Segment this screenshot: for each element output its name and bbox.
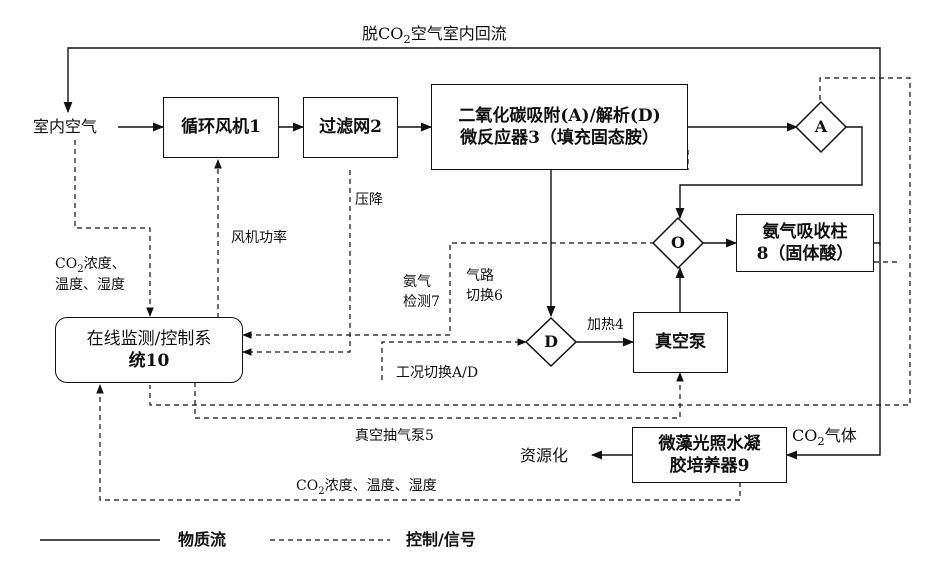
fan-power-label: 风机功率 <box>231 230 287 248</box>
heating-label: 加热4 <box>587 317 624 335</box>
algae-label-2: 胶培养器9 <box>670 455 750 477</box>
co2-gas-label: CO2气体 <box>792 426 857 449</box>
legend-solid-label: 物质流 <box>178 530 226 550</box>
vacuum-pump-box: 真空泵 <box>633 312 728 373</box>
resource-label: 资源化 <box>520 446 568 466</box>
ammonia-column-label-2: 8（固体酸） <box>757 243 854 265</box>
pressure-drop-label: 压降 <box>355 192 383 210</box>
ammonia-column-box: 氨气吸收柱 8（固体酸） <box>736 214 874 272</box>
reactor-label-2: 微反应器3（填充固态胺） <box>460 127 659 149</box>
reactor-box: 二氧化碳吸附(A)/解析(D) 微反应器3（填充固态胺） <box>431 84 688 170</box>
diamond-d-label: D <box>536 332 566 351</box>
bottom-feedback-label: CO2浓度、温度、湿度 <box>296 478 437 498</box>
co2-concentration-label: CO2浓度、 <box>55 256 126 276</box>
vacuum-pump-label: 真空泵 <box>655 331 706 353</box>
legend-dashed-label: 控制/信号 <box>406 530 476 550</box>
temp-humidity-label: 温度、湿度 <box>55 277 125 295</box>
diamond-o-label: O <box>663 233 693 252</box>
algae-box: 微藻光照水凝 胶培养器9 <box>632 427 787 483</box>
mode-switch-label: 工况切换A/D <box>396 365 478 383</box>
control-system-label-1: 在线监测/控制系 <box>87 328 212 350</box>
gas-switch-label-2: 切换6 <box>466 288 503 306</box>
ammonia-detect-label-2: 检测7 <box>403 294 440 312</box>
fan-box: 循环风机1 <box>163 97 279 158</box>
fan-label: 循环风机1 <box>181 116 261 138</box>
filter-box: 过滤网2 <box>303 97 398 158</box>
ammonia-detect-label-1: 氨气 <box>403 274 431 292</box>
reactor-label-1: 二氧化碳吸附(A)/解析(D) <box>458 105 660 127</box>
filter-label: 过滤网2 <box>319 116 382 138</box>
flow-a-to-o <box>680 127 862 218</box>
signal-pressure-drop <box>243 170 350 352</box>
indoor-air-label: 室内空气 <box>33 117 97 137</box>
ammonia-column-label-1: 氨气吸收柱 <box>763 221 848 243</box>
control-system-label-2: 统10 <box>129 350 170 372</box>
return-air-label: 脱CO2空气室内回流 <box>362 24 507 47</box>
algae-label-1: 微藻光照水凝 <box>659 433 761 455</box>
vacuum-pump-label: 真空抽气泵5 <box>355 428 434 446</box>
control-system-box: 在线监测/控制系 统10 <box>55 317 243 383</box>
diamond-a-label: A <box>806 117 836 136</box>
flow-co2-to-algae <box>787 243 880 455</box>
gas-switch-label-1: 气路 <box>466 268 494 286</box>
